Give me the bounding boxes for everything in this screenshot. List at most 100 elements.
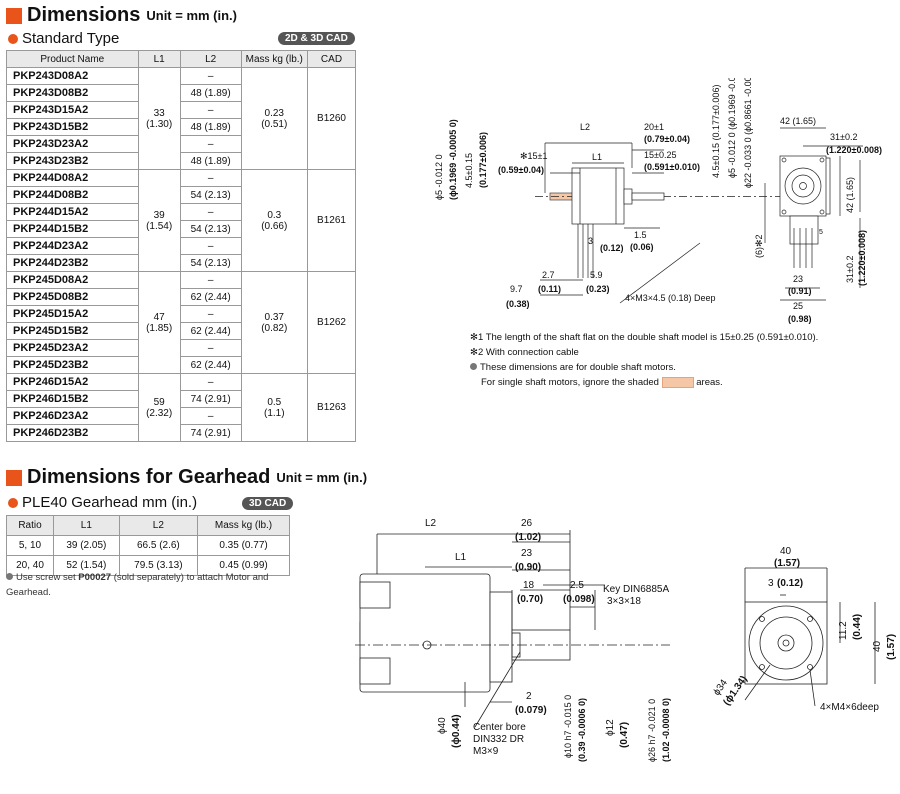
col-ratio: Ratio — [5, 515, 55, 536]
table-row: PKP246D23A2– — [6, 407, 356, 425]
note-3: These dimensions are for double shaft mo… — [470, 360, 890, 375]
l2-cell: 62 (2.44) — [179, 322, 242, 340]
product-name-cell: PKP243D15A2 — [6, 101, 139, 119]
l1-cell: 47(1.85) — [137, 271, 181, 374]
f-dim-157v: (1.57) — [886, 634, 897, 660]
cad-cell[interactable]: B1263 — [306, 373, 357, 442]
gearhead-front-drawing: 40 (1.57) 3 (0.12) 11.2 (0.44) 40 (1.57)… — [711, 546, 897, 713]
l1-cell: 39(1.54) — [137, 169, 181, 272]
dim-45: 4.5±0.15 — [464, 153, 474, 188]
pin-label: 5 — [819, 229, 823, 236]
standard-type-table: Product Name L1 L2 Mass kg (lb.) CAD PKP… — [6, 50, 357, 442]
dim-42v: 42 (1.65) — [845, 177, 855, 213]
dim-phi5b: ϕ5 -0.012 0 (ϕ0.1969 -0.0005 0) — [727, 78, 737, 178]
g-dim-2: 2 — [526, 691, 532, 702]
dim-31: 31±0.2 — [830, 132, 857, 142]
dim-45b: 4.5±0.15 (0.177±0.006) — [711, 85, 721, 178]
gearhead-title: Dimensions for Gearhead — [27, 466, 271, 488]
orange-dot-icon — [8, 497, 18, 508]
cad-cell[interactable]: B1262 — [306, 271, 357, 374]
dim-1220: (1.220±0.008) — [826, 145, 882, 155]
l1-value: 39 — [153, 209, 165, 221]
g-phi047: (0.47) — [619, 722, 630, 748]
dim-20: 20±1 — [644, 122, 664, 132]
g-phi26: ϕ26 h7 -0.021 0 — [647, 699, 657, 762]
orange-square-icon — [6, 7, 22, 24]
mass-cell: 0.3(0.66) — [240, 169, 308, 272]
col-l1: L1 — [137, 50, 181, 68]
notes-block: ✻1 The length of the shaft flat on the d… — [470, 330, 890, 390]
product-name-cell: PKP243D08B2 — [6, 84, 139, 102]
product-name-cell: PKP245D23B2 — [6, 356, 139, 374]
f-dim-012: (0.12) — [777, 578, 803, 589]
note-4: For single shaft motors, ignore the shad… — [470, 375, 890, 390]
product-name-cell: PKP246D15B2 — [6, 390, 139, 408]
gearhead-header-row: Ratio L1 L2 Mass kg (lb.) — [5, 515, 290, 536]
flange — [489, 591, 513, 683]
l2-cell: – — [179, 135, 242, 153]
mass-value: 0.37 — [264, 311, 284, 323]
dim-6: (6)✻2 — [754, 234, 764, 258]
mass-cell: 0.23(0.51) — [240, 67, 308, 170]
mass-value: 0.5 — [267, 396, 282, 408]
l1-cell: 59(2.32) — [137, 373, 181, 442]
standard-type-heading: Standard Type — [8, 30, 119, 47]
ple40-heading: PLE40 Gearhead mm (in.) — [8, 494, 197, 511]
l2-cell: 48 (1.89) — [179, 84, 242, 102]
mass-lb: (0.66) — [261, 220, 288, 232]
cad-badge-2d3d[interactable]: 2D & 3D CAD — [278, 32, 355, 45]
g-dim-26: 26 — [521, 518, 533, 529]
cad-cell[interactable]: B1261 — [306, 169, 357, 272]
dim-023: (0.23) — [586, 284, 610, 294]
note-1: ✻1 The length of the shaft flat on the d… — [470, 332, 819, 343]
col-g-mass: Mass kg (lb.) — [197, 515, 290, 536]
front-shaft — [631, 192, 665, 201]
l2-cell: – — [179, 407, 242, 425]
g-phi10: ϕ10 h7 -0.015 0 — [563, 695, 573, 758]
product-name-cell: PKP244D15B2 — [6, 220, 139, 238]
dim-23: 23 — [793, 274, 803, 284]
g-dim-070: (0.70) — [517, 594, 543, 605]
dim-038: (0.38) — [506, 299, 530, 309]
f-dim-044: (0.44) — [852, 614, 863, 640]
dim-s15: ✻15±1 — [520, 151, 548, 161]
g-phi102: (1.02 -0.0008 0) — [661, 698, 671, 762]
cell: 79.5 (3.13) — [118, 555, 199, 576]
l2-cell: 54 (2.13) — [179, 186, 242, 204]
dim-phi5: ϕ5 -0.012 0 — [434, 154, 444, 200]
l1-inch: (2.32) — [146, 407, 173, 419]
cad-badge-3d[interactable]: 3D CAD — [242, 497, 294, 510]
cell: 66.5 (2.6) — [118, 535, 199, 556]
l2-cell: – — [179, 373, 242, 391]
l2-cell: – — [179, 169, 242, 187]
l2-cell: 74 (2.91) — [179, 424, 242, 442]
g-center3: M3×9 — [473, 746, 499, 757]
dimensions-title: Dimensions — [27, 4, 141, 26]
front-square — [744, 601, 828, 685]
l1-value: 33 — [153, 107, 165, 119]
f-dim-40: 40 — [780, 546, 792, 557]
l1-value: 47 — [153, 311, 165, 323]
mass-lb: (1.1) — [263, 407, 285, 419]
note-3-text: These dimensions are for double shaft mo… — [480, 362, 676, 373]
g-center2: DIN332 DR — [473, 734, 524, 745]
l2-cell: – — [179, 339, 242, 357]
dim-006: (0.06) — [630, 242, 654, 252]
l1-inch: (1.30) — [146, 118, 173, 130]
bullet-icon — [470, 363, 477, 370]
g-phi12: ϕ12 — [605, 719, 616, 736]
g-dim-l1: L1 — [455, 552, 467, 563]
l2-cell: 48 (1.89) — [179, 118, 242, 136]
dim-1220v: (1.220±0.008) — [857, 230, 867, 286]
dim-3: 3 — [588, 236, 593, 246]
cad-cell[interactable]: B1260 — [306, 67, 357, 170]
product-name-cell: PKP245D15A2 — [6, 305, 139, 323]
